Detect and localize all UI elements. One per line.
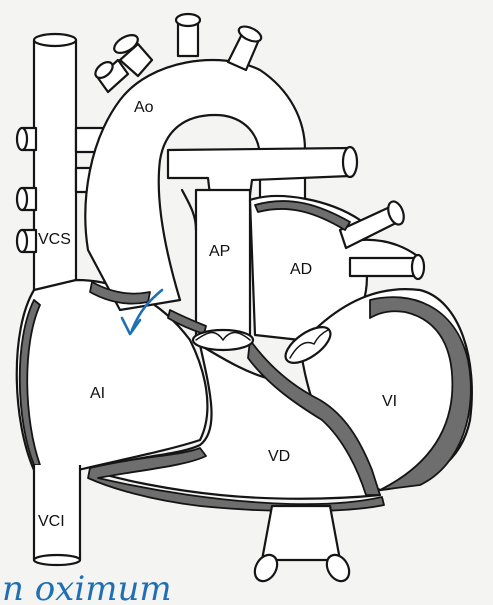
pulmonary-valve (193, 330, 253, 350)
descending-aorta-stub (250, 506, 353, 585)
handwritten-note: n oximum (2, 569, 172, 605)
inferior-vena-cava-opening (34, 555, 80, 565)
pulmonary-artery-trunk (196, 190, 250, 340)
pulmonary-vein-stubs (17, 128, 36, 252)
label-vci: VCI (38, 513, 65, 530)
label-ad: AD (290, 261, 312, 278)
label-ao: Ao (134, 99, 154, 116)
vena-cava-tube (34, 40, 76, 300)
right-atrium-chamber (17, 280, 208, 470)
label-vi: VI (382, 393, 397, 410)
vena-cava-top-opening (34, 34, 76, 46)
label-vd: VD (268, 448, 290, 465)
label-ap: AP (209, 243, 230, 260)
label-ai: AI (90, 385, 105, 402)
label-vcs: VCS (38, 231, 71, 248)
